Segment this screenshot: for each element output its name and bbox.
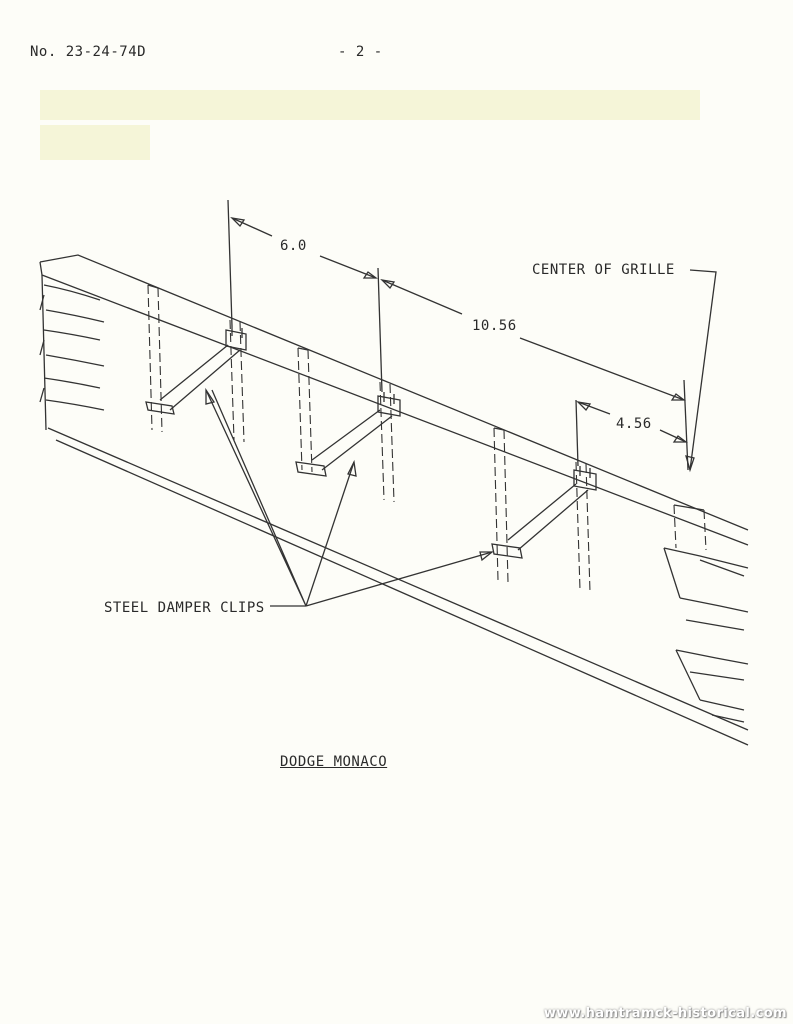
leader-lines bbox=[205, 269, 717, 607]
dimension-label-6: 6.0 bbox=[280, 238, 307, 254]
dimension-label-4-56: 4.56 bbox=[616, 416, 652, 432]
watermark: www.hamtramck-historical.com bbox=[543, 1006, 787, 1021]
print-through-blot bbox=[40, 125, 150, 160]
center-of-grille-label: CENTER OF GRILLE bbox=[532, 262, 675, 278]
document-number: No. 23-24-74D bbox=[30, 44, 147, 60]
dimension-lines bbox=[227, 199, 689, 471]
damper-clip bbox=[491, 466, 597, 559]
vertical-fins bbox=[147, 284, 591, 593]
page-number: - 2 - bbox=[338, 44, 383, 60]
diagram-caption: DODGE MONACO bbox=[280, 754, 388, 770]
dimension-label-10-56: 10.56 bbox=[472, 318, 517, 334]
print-through-blot bbox=[40, 90, 700, 120]
damper-clip bbox=[295, 392, 401, 477]
steel-damper-clips-label: STEEL DAMPER CLIPS bbox=[104, 600, 265, 616]
damper-clip bbox=[145, 326, 247, 415]
grille-bar bbox=[39, 254, 749, 746]
